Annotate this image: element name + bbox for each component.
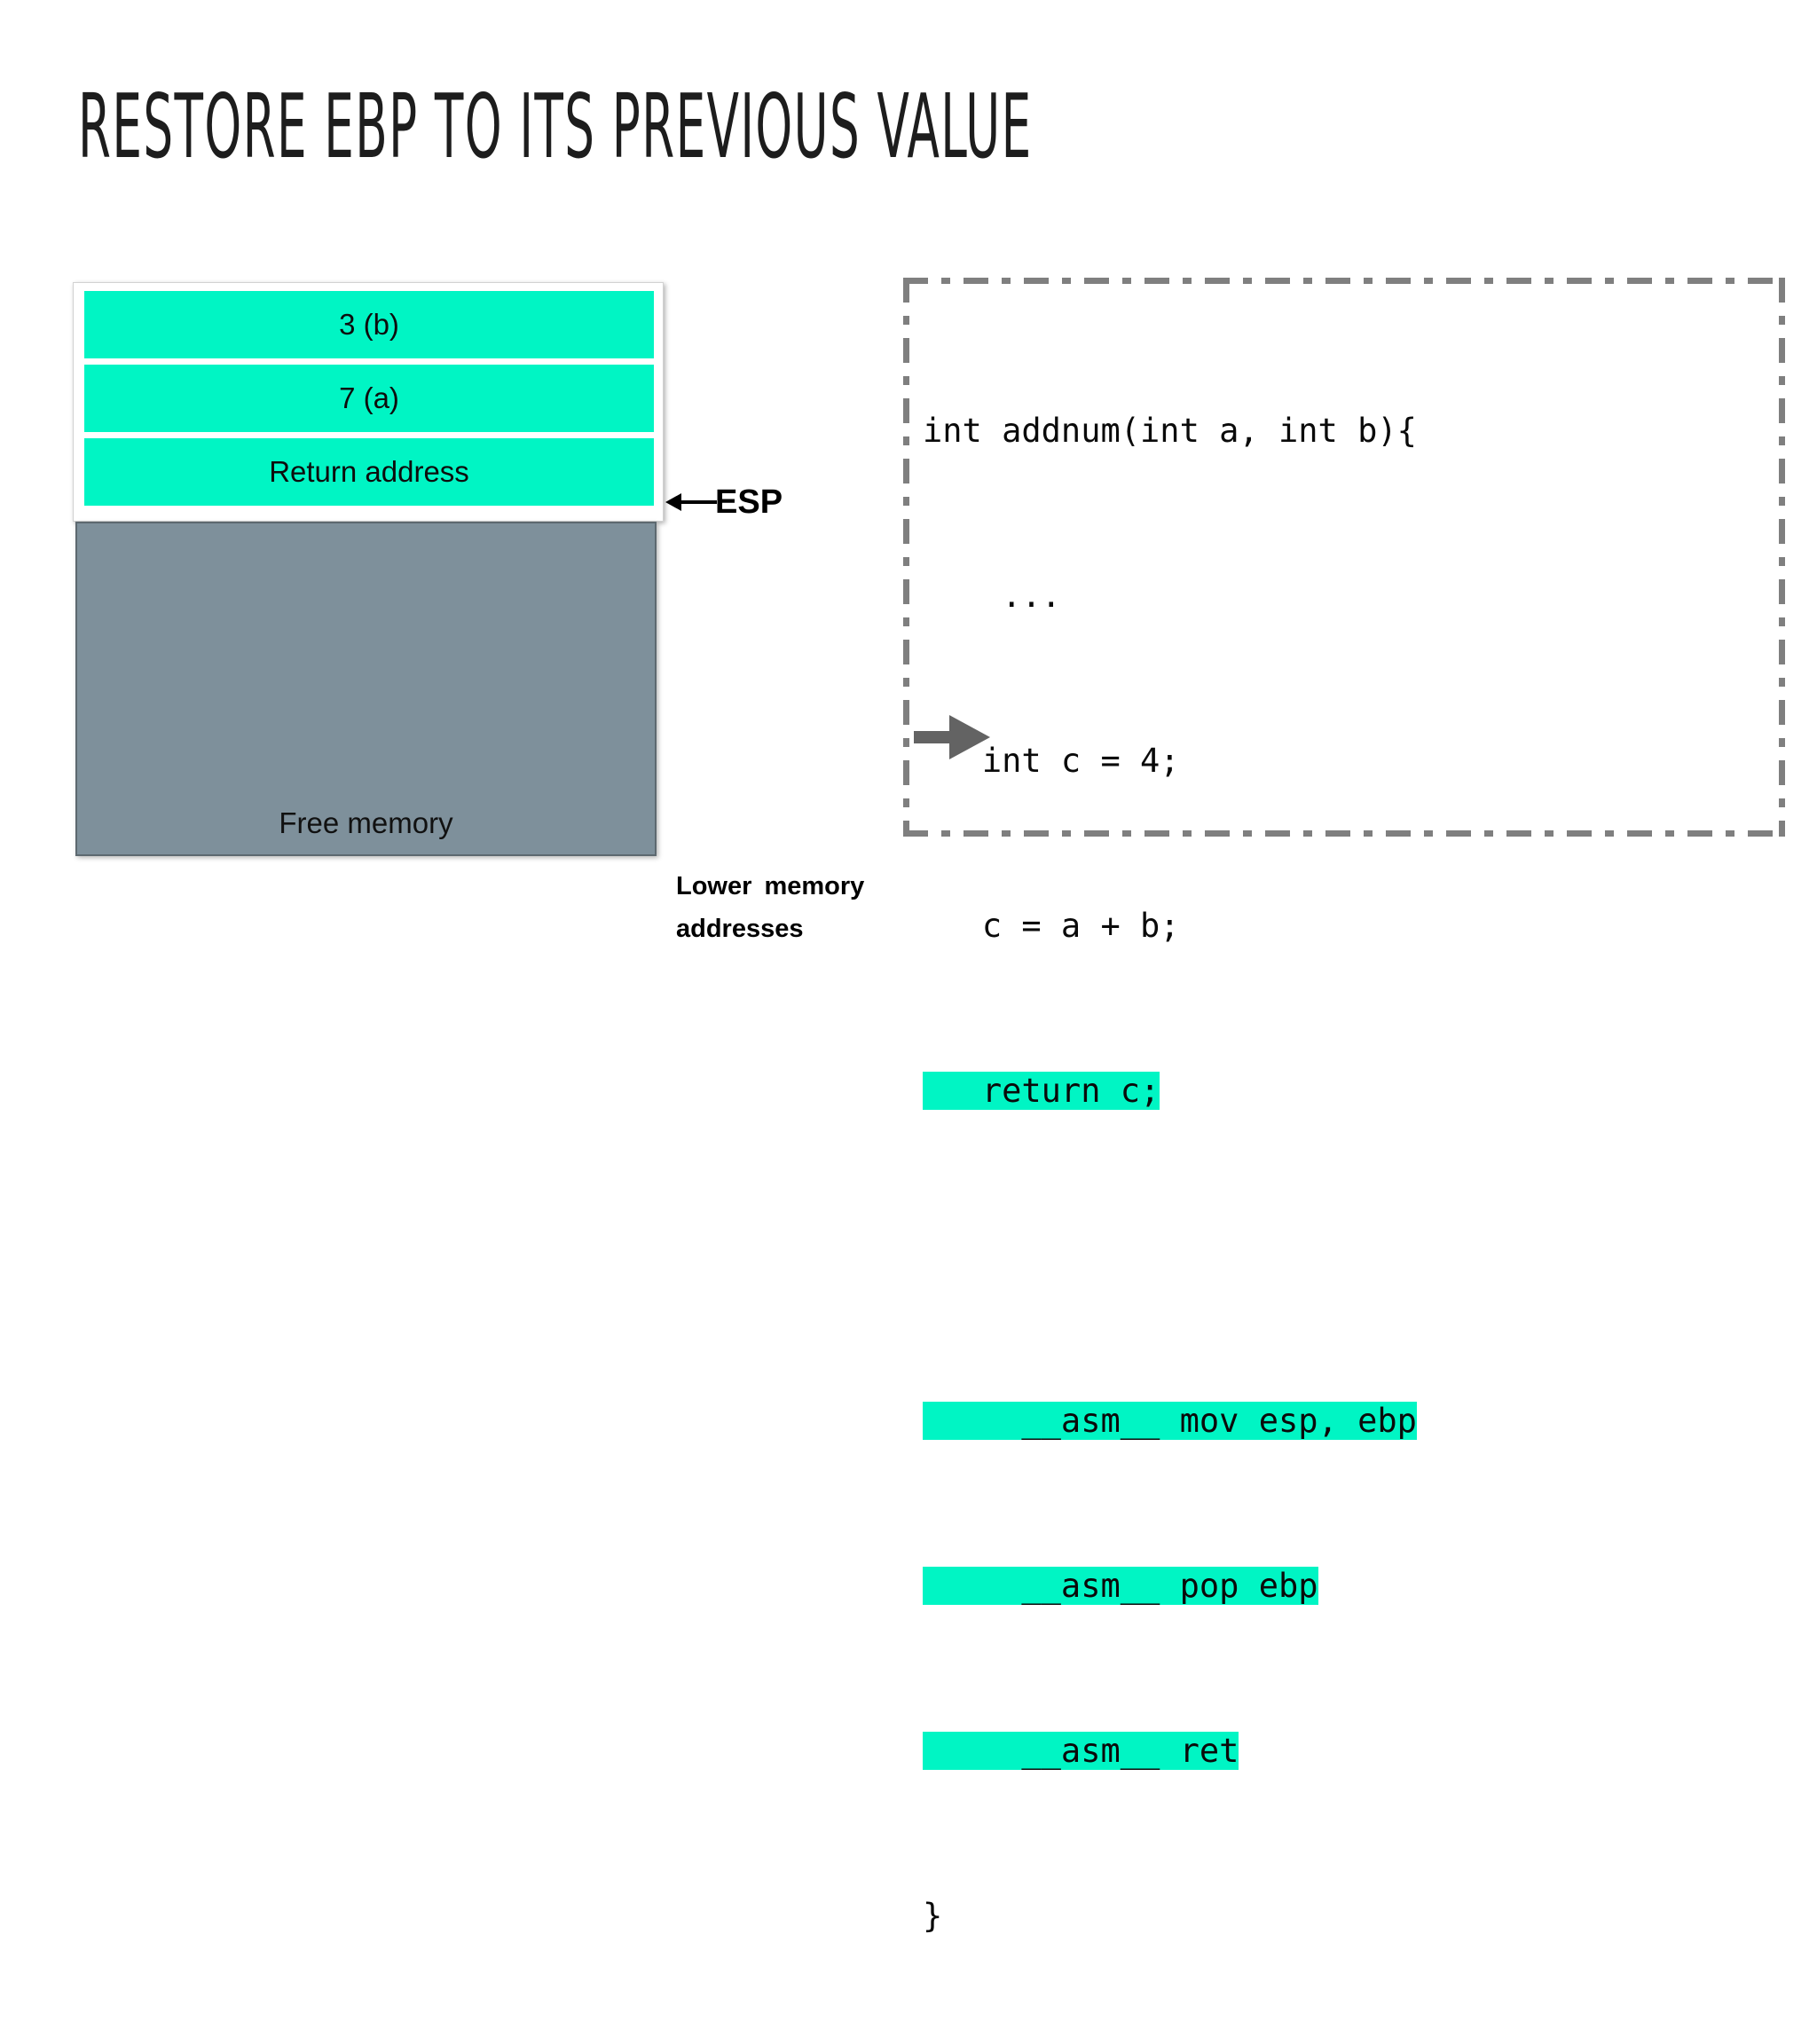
- stack-row: 7 (a): [84, 365, 654, 432]
- lower-memory-line-1: Lower memory: [676, 872, 865, 900]
- code-line-text-highlighted: return c;: [923, 1072, 1160, 1110]
- code-line: c = a + b;: [923, 899, 1776, 954]
- free-memory-label: Free memory: [279, 806, 453, 839]
- code-line-text: int c = 4;: [923, 742, 1180, 780]
- code-line-text-highlighted: __asm__ mov esp, ebp: [923, 1402, 1417, 1440]
- panel-border-right: [1779, 278, 1785, 837]
- code-panel: int addnum(int a, int b){ ... int c = 4;…: [903, 278, 1785, 1935]
- code-line: __asm__ mov esp, ebp: [923, 1394, 1776, 1449]
- code-line-text: ...: [923, 577, 1061, 615]
- panel-border-bottom: [903, 830, 1785, 837]
- code-line: __asm__ ret: [923, 1724, 1776, 1779]
- stack-row: Return address: [84, 438, 654, 506]
- left-arrow-icon: [665, 493, 717, 511]
- code-line-text: int addnum(int a, int b){: [923, 412, 1417, 450]
- esp-marker: ESP: [665, 482, 783, 523]
- right-block-arrow-icon: [914, 715, 990, 759]
- stack-diagram: 3 (b) 7 (a) Return address Free memory: [73, 282, 664, 857]
- code-line: __asm__ pop ebp: [923, 1559, 1776, 1614]
- code-line-text: }: [923, 1897, 943, 1935]
- code-block: int addnum(int a, int b){ ... int c = 4;…: [923, 294, 1776, 1935]
- lower-memory-line-2: addresses: [676, 915, 804, 943]
- page-title: Restore EBP to its previous value: [78, 75, 1033, 179]
- code-line-spacer: [923, 1229, 1776, 1284]
- stack-row: 3 (b): [84, 291, 654, 358]
- code-line-text-highlighted: __asm__ pop ebp: [923, 1567, 1318, 1605]
- code-line: int addnum(int a, int b){: [923, 404, 1776, 459]
- panel-border-top: [903, 278, 1785, 284]
- code-line: int c = 4;: [923, 734, 1776, 789]
- free-memory-block: Free memory: [75, 522, 657, 856]
- lower-memory-addresses-note: Lower memory addresses: [676, 865, 942, 950]
- code-line-text: c = a + b;: [923, 907, 1180, 945]
- panel-border-left: [903, 278, 909, 837]
- code-line-text-highlighted: __asm__ ret: [923, 1732, 1239, 1770]
- code-line: return c;: [923, 1064, 1776, 1119]
- stack-frame: 3 (b) 7 (a) Return address: [73, 282, 664, 522]
- code-line: }: [923, 1889, 1776, 1944]
- code-line: ...: [923, 569, 1776, 624]
- esp-label: ESP: [715, 483, 783, 521]
